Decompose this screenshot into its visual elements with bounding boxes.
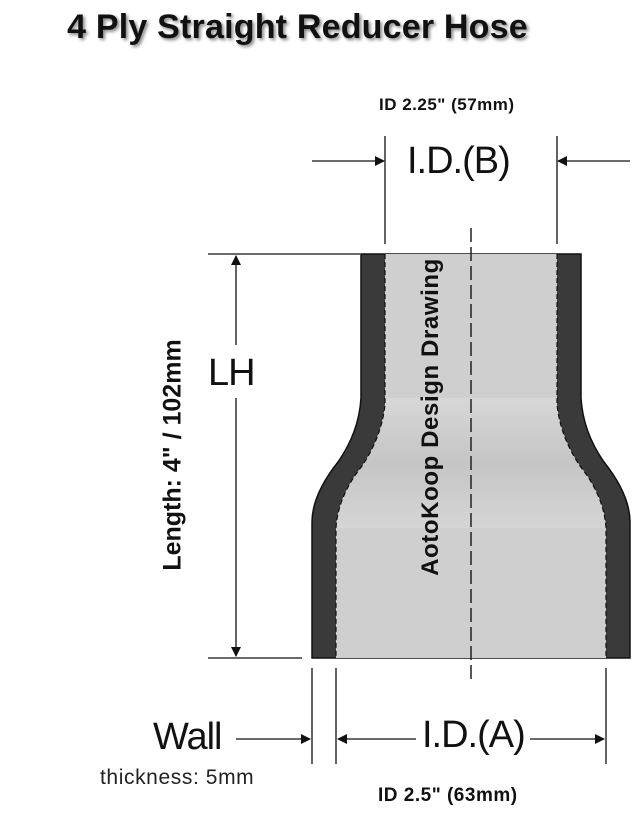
bottom-diameter-label: ID 2.5" (63mm) — [378, 785, 518, 806]
top-diameter-label: ID 2.25" (57mm) — [379, 95, 515, 114]
wall-thickness-label: thickness: 5mm — [100, 766, 255, 789]
idb-symbol: I.D.(B) — [407, 140, 511, 182]
length-label: Length: 4" / 102mm — [158, 339, 187, 571]
wall-symbol: Wall — [153, 716, 222, 758]
inner-wall-dashed-right — [556, 254, 607, 658]
ida-symbol: I.D.(A) — [422, 714, 526, 756]
lh-symbol: LH — [208, 352, 256, 394]
diagram-title: 4 Ply Straight Reducer Hose — [67, 8, 528, 46]
inner-wall-dashed-left — [335, 254, 386, 658]
watermark-text: AotoKoop Design Drawing — [417, 258, 444, 576]
